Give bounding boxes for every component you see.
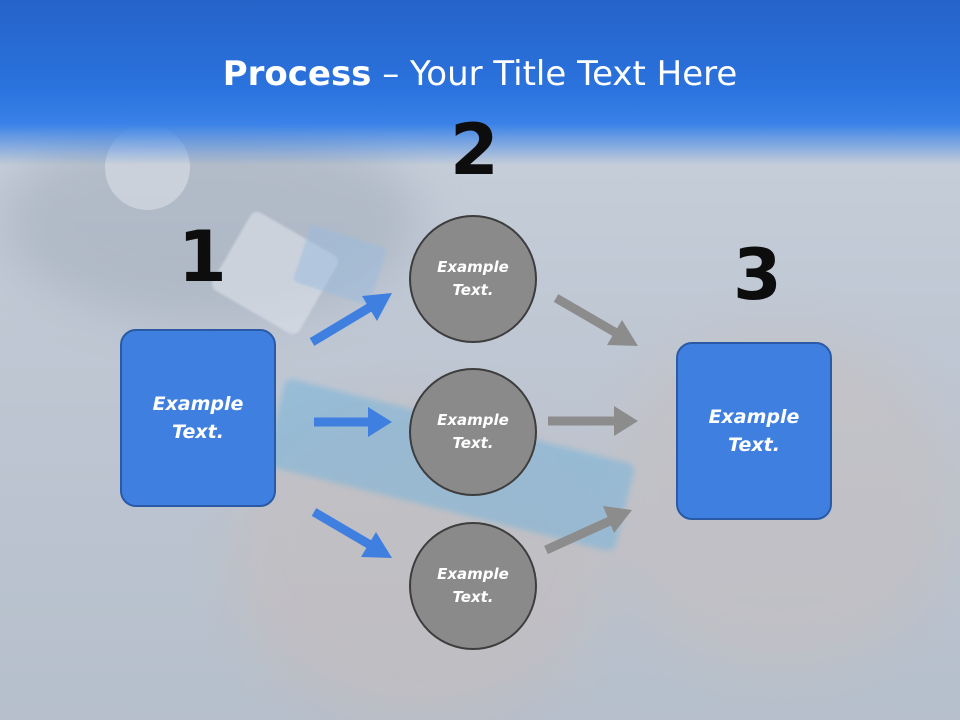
slide-title: Process – Your Title Text Here [0,54,960,94]
blue-arrow-up [309,293,392,346]
step-number-3: 3 [733,234,782,316]
title-rest: – Your Title Text Here [371,54,738,94]
circle-bottom-text: Example Text. [437,564,509,606]
right-step-text: Example Text. [708,405,800,457]
left-step-box: Example Text. [120,329,276,507]
step-number-2: 2 [450,109,499,191]
gray-arrow-up [544,506,632,555]
circle-top-text: Example Text. [437,257,509,299]
circle-bottom: Example Text. [409,522,537,650]
gray-arrow-down [553,294,638,346]
circle-top: Example Text. [409,215,537,343]
blue-arrow-middle [314,407,392,437]
left-step-text: Example Text. [152,392,244,444]
step-number-1: 1 [178,216,227,298]
gray-arrow-middle [548,406,638,436]
header-band [0,0,960,165]
circle-middle: Example Text. [409,368,537,496]
blue-arrow-down [311,508,392,558]
title-bold: Process [222,54,372,94]
right-step-box: Example Text. [676,342,832,520]
circle-middle-text: Example Text. [437,410,509,452]
